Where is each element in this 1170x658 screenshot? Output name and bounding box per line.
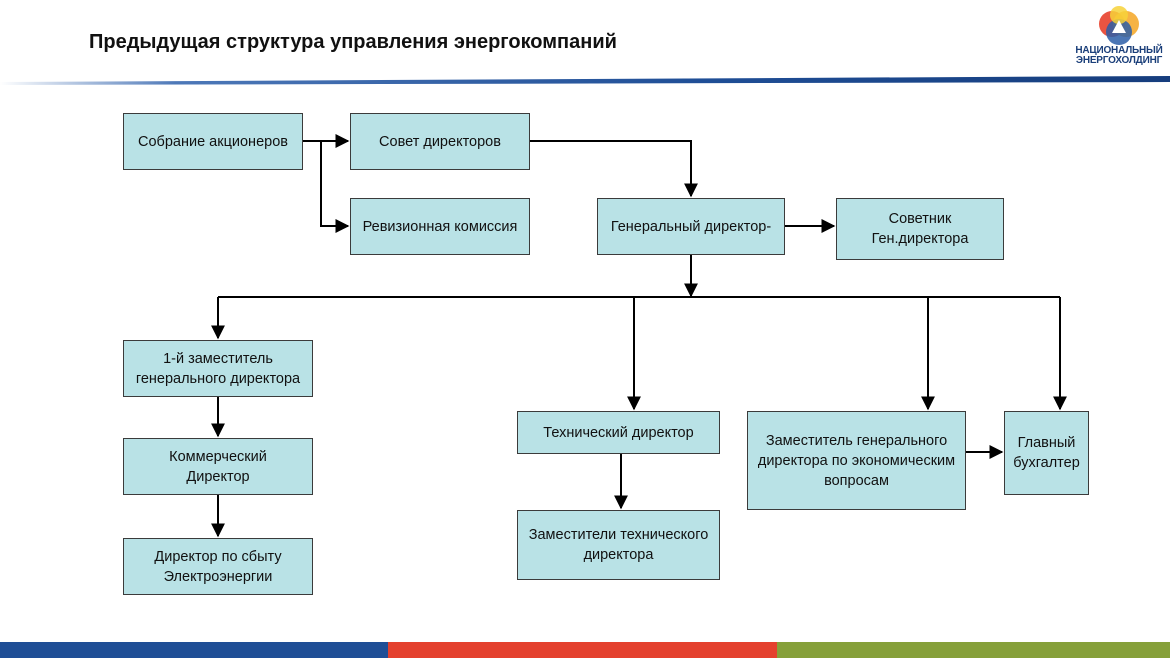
node-label: Технический директор bbox=[543, 424, 694, 441]
node-label-line1: Директор по сбыту bbox=[154, 548, 282, 565]
node-ceo: Генеральный директор- bbox=[597, 198, 785, 255]
node-technical-director: Технический директор bbox=[517, 411, 720, 454]
node-label-line3: вопросам bbox=[824, 472, 889, 489]
node-sales-director: Директор по сбыту Электроэнергии bbox=[123, 538, 313, 595]
node-label-line2: Директор bbox=[186, 468, 250, 485]
node-ceo-advisor: Советник Ген.директора bbox=[836, 198, 1004, 260]
node-label-line2: директора bbox=[583, 547, 654, 563]
node-label-line2: Ген.директора bbox=[871, 231, 969, 247]
node-technical-deputies: Заместители технического директора bbox=[517, 510, 720, 580]
node-label: Собрание акционеров bbox=[138, 133, 288, 150]
node-label: Генеральный директор- bbox=[610, 218, 772, 235]
node-label-line2: бухгалтер bbox=[1013, 455, 1080, 471]
logo-text-line2: ЭНЕРГОХОЛДИНГ bbox=[1075, 55, 1163, 66]
node-shareholders-meeting: Собрание акционеров bbox=[123, 113, 303, 170]
node-board-of-directors: Совет директоров bbox=[350, 113, 530, 170]
node-economic-deputy: Заместитель генерального директора по эк… bbox=[747, 411, 966, 510]
footer-bar-red bbox=[388, 642, 777, 658]
header-divider bbox=[0, 76, 1170, 85]
node-label-line1: Коммерческий bbox=[169, 448, 267, 465]
node-label-line1: Главный bbox=[1017, 435, 1076, 451]
page-title: Предыдущая структура управления энергоко… bbox=[89, 31, 617, 53]
node-label-line2: директора по экономическим bbox=[757, 452, 956, 469]
node-first-deputy: 1-й заместитель генерального директора bbox=[123, 340, 313, 397]
node-label-line2: Электроэнергии bbox=[163, 568, 273, 585]
arrow-board-ceo bbox=[530, 140, 698, 198]
node-label-line1: Заместитель генерального bbox=[765, 432, 948, 449]
footer-bar-green bbox=[777, 642, 1170, 658]
company-logo: НАЦИОНАЛЬНЫЙ ЭНЕРГОХОЛДИНГ bbox=[1068, 2, 1170, 72]
node-label-line1: Советник bbox=[888, 211, 952, 227]
footer-bar-blue bbox=[0, 642, 388, 658]
node-label-line1: Заместители технического bbox=[528, 527, 709, 543]
logo-text-line1: НАЦИОНАЛЬНЫЙ bbox=[1075, 45, 1163, 56]
node-audit-commission: Ревизионная комиссия bbox=[350, 198, 530, 255]
node-commercial-director: Коммерческий Директор bbox=[123, 438, 313, 495]
node-chief-accountant: Главный бухгалтер bbox=[1004, 411, 1089, 495]
node-label-line2: генерального директора bbox=[135, 370, 301, 387]
node-label: Ревизионная комиссия bbox=[362, 218, 518, 235]
node-label: Совет директоров bbox=[379, 133, 501, 150]
node-label-line1: 1-й заместитель bbox=[163, 350, 273, 367]
logo-emblem-icon bbox=[1099, 6, 1139, 45]
arrow-shareholders-audit bbox=[320, 141, 350, 233]
